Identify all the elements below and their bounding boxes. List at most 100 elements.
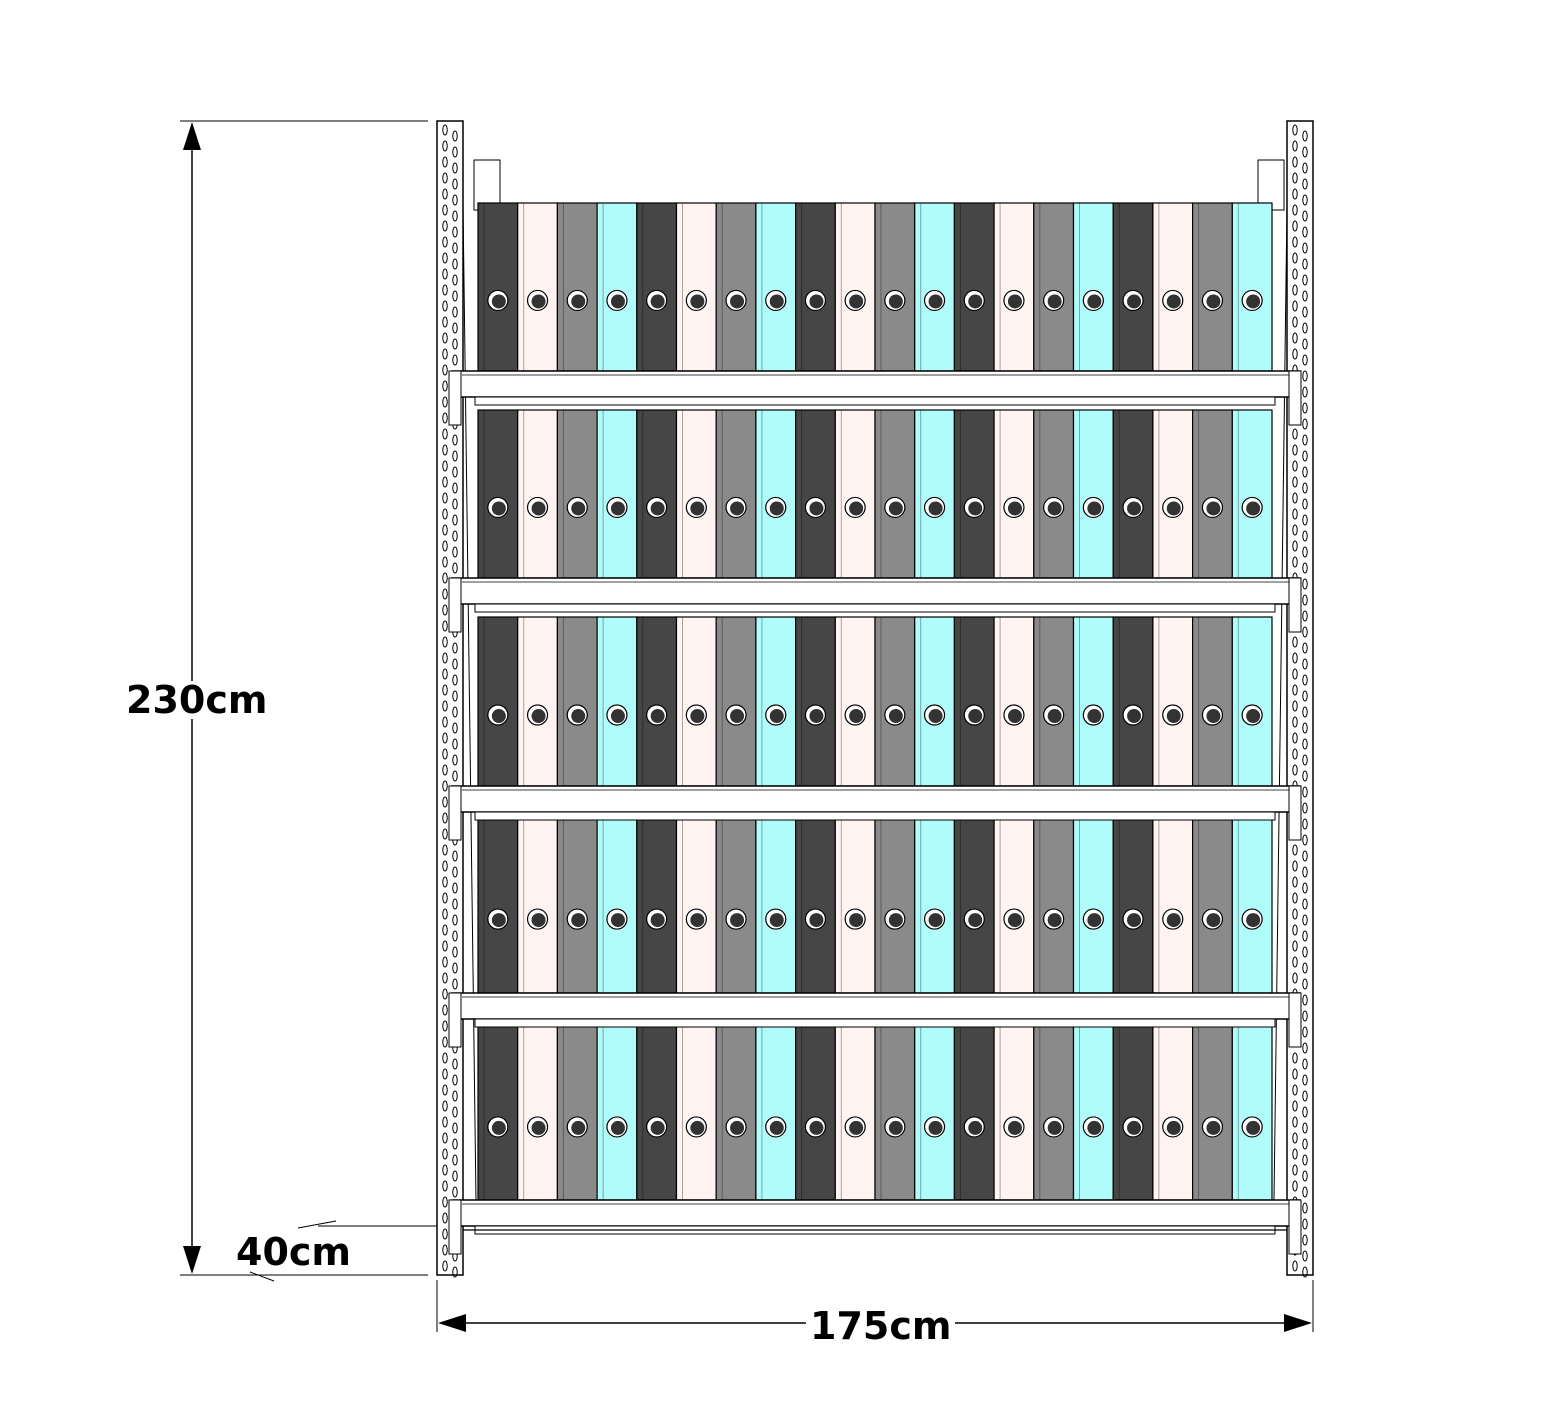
upright-slot bbox=[452, 1122, 458, 1134]
upright-slot bbox=[1292, 732, 1298, 744]
binder bbox=[834, 816, 876, 994]
binder-finger-hole-inner bbox=[491, 294, 506, 309]
upright-slot bbox=[1292, 316, 1298, 328]
upright-slot bbox=[1292, 876, 1298, 888]
binder bbox=[556, 409, 598, 579]
upright-slot bbox=[442, 268, 448, 280]
upright-slot bbox=[1292, 908, 1298, 920]
upright-slot bbox=[1302, 466, 1308, 478]
beam-connector-right bbox=[1288, 1199, 1302, 1255]
upright-slot bbox=[442, 444, 448, 456]
binder-finger-hole-inner bbox=[1127, 913, 1142, 928]
upright-slot bbox=[1302, 578, 1308, 590]
binder-finger-hole-inner bbox=[531, 709, 546, 724]
upright-slot bbox=[452, 514, 458, 526]
binder-finger-hole-inner bbox=[1047, 501, 1062, 516]
binder-finger-hole-inner bbox=[571, 501, 586, 516]
upright-slot bbox=[442, 828, 448, 840]
upright-slot bbox=[1302, 498, 1308, 510]
upright-slot bbox=[1292, 348, 1298, 360]
side-brace-right bbox=[1273, 204, 1288, 1201]
upright-slot bbox=[452, 354, 458, 366]
shelf-beam-rear bbox=[474, 603, 1276, 613]
upright-slot bbox=[1292, 156, 1298, 168]
upright-slot bbox=[442, 684, 448, 696]
binder-finger-hole-inner bbox=[491, 709, 506, 724]
upright-slot bbox=[442, 572, 448, 584]
upright-slot bbox=[1302, 546, 1308, 558]
upright-slot bbox=[1302, 210, 1308, 222]
upright-slot bbox=[442, 732, 448, 744]
binder bbox=[755, 816, 797, 994]
upright-slot bbox=[442, 1036, 448, 1048]
upright-slot bbox=[442, 620, 448, 632]
upright-slot bbox=[1302, 1170, 1308, 1182]
upright-slot bbox=[1302, 994, 1308, 1006]
upright-slot bbox=[442, 364, 448, 376]
beam-connector-left bbox=[448, 785, 462, 841]
binder-finger-hole-inner bbox=[928, 709, 943, 724]
shelf-beams bbox=[448, 370, 1302, 1255]
upright-slot bbox=[452, 498, 458, 510]
upright-slot bbox=[452, 690, 458, 702]
binder bbox=[1072, 409, 1114, 579]
binder-finger-hole-inner bbox=[1166, 913, 1181, 928]
upright-slot bbox=[442, 316, 448, 328]
upright-slot bbox=[1302, 914, 1308, 926]
upright-slot bbox=[1302, 978, 1308, 990]
upright-slot bbox=[452, 1106, 458, 1118]
binder-finger-hole-inner bbox=[571, 709, 586, 724]
upright-slot bbox=[442, 428, 448, 440]
binder-finger-hole-inner bbox=[1166, 294, 1181, 309]
upright-slot bbox=[452, 978, 458, 990]
binder-finger-hole-inner bbox=[1127, 501, 1142, 516]
upright-slot bbox=[442, 1052, 448, 1064]
binder-finger-hole-inner bbox=[1007, 913, 1022, 928]
binder-finger-hole-inner bbox=[769, 913, 784, 928]
upright-slot bbox=[452, 242, 458, 254]
binder-finger-hole-inner bbox=[690, 501, 705, 516]
upright-slot bbox=[1302, 1154, 1308, 1166]
upright-slot bbox=[442, 588, 448, 600]
upright-slot bbox=[452, 898, 458, 910]
upright-slot bbox=[1292, 1132, 1298, 1144]
upright-slot bbox=[1302, 530, 1308, 542]
upright-slot bbox=[1292, 700, 1298, 712]
binder-finger-hole-inner bbox=[888, 294, 903, 309]
binder bbox=[834, 616, 876, 787]
binder bbox=[556, 616, 598, 787]
binder-finger-hole-inner bbox=[769, 1120, 784, 1135]
binder-finger-hole-inner bbox=[610, 294, 625, 309]
upright-slot bbox=[1302, 418, 1308, 430]
binder-finger-hole-inner bbox=[968, 709, 983, 724]
upright-slot bbox=[442, 140, 448, 152]
upright-slot bbox=[442, 988, 448, 1000]
upright-slot bbox=[1302, 866, 1308, 878]
upright-slot bbox=[1302, 162, 1308, 174]
binder bbox=[1152, 816, 1194, 994]
upright-slot bbox=[1292, 124, 1298, 136]
upright-slot bbox=[1292, 668, 1298, 680]
binder bbox=[1152, 409, 1194, 579]
upright-slot bbox=[442, 1180, 448, 1192]
upright-slot bbox=[452, 338, 458, 350]
upright-right bbox=[1286, 120, 1314, 1276]
binder-finger-hole-inner bbox=[888, 1120, 903, 1135]
upright-slot bbox=[1292, 844, 1298, 856]
upright-slot bbox=[452, 770, 458, 782]
binder-finger-hole-inner bbox=[571, 1120, 586, 1135]
binder-finger-hole-inner bbox=[1007, 294, 1022, 309]
height-arrow-bottom bbox=[183, 1246, 201, 1274]
upright-slot bbox=[1292, 972, 1298, 984]
upright-slot bbox=[1292, 268, 1298, 280]
upright-slot bbox=[442, 1164, 448, 1176]
upright-slot bbox=[452, 706, 458, 718]
upright-slot bbox=[452, 1154, 458, 1166]
upright-slot bbox=[1292, 332, 1298, 344]
binder bbox=[477, 202, 519, 372]
binder-finger-hole-inner bbox=[968, 294, 983, 309]
beam-connector-left bbox=[448, 1199, 462, 1255]
binder-finger-hole-inner bbox=[1047, 294, 1062, 309]
upright-slot bbox=[1292, 1148, 1298, 1160]
binder bbox=[715, 616, 757, 787]
